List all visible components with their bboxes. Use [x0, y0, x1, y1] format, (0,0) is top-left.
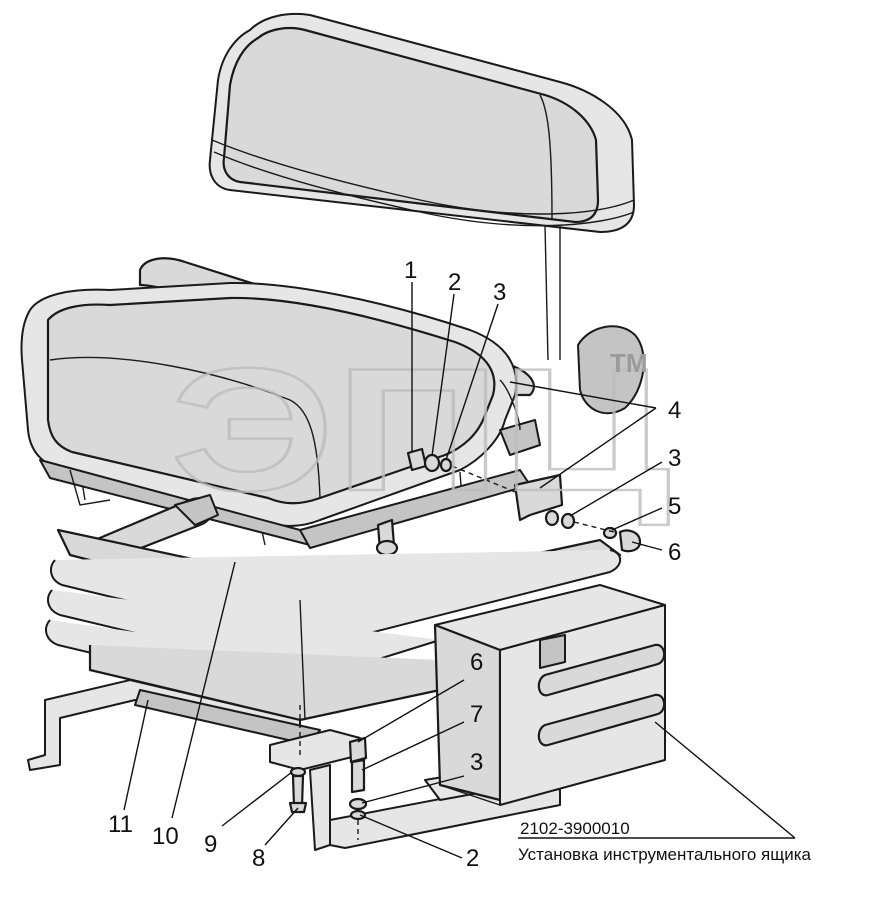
callout-7: 7	[470, 701, 483, 728]
fastener-stack-right	[544, 509, 642, 553]
callout-labels: 1 2 3 4 3 5 6 6 7 3 2 8 9 10 11	[108, 257, 681, 872]
callout-4: 4	[668, 397, 681, 424]
callout-2-upper: 2	[448, 269, 461, 296]
suspension-bellows	[45, 528, 622, 722]
callout-3-right: 3	[668, 445, 681, 472]
callout-6-toolbox: 6	[470, 649, 483, 676]
callout-8: 8	[252, 845, 265, 872]
callout-3-toolbox: 3	[470, 749, 483, 776]
callout-5: 5	[668, 493, 681, 520]
callout-1: 1	[404, 257, 417, 284]
leader-lines	[123, 282, 796, 859]
seat-cushion	[20, 281, 518, 546]
bolt-front	[288, 705, 308, 814]
callout-3-upper: 3	[493, 279, 506, 306]
callout-9: 9	[204, 831, 217, 858]
caption-description: Установка инструментального ящика	[518, 845, 812, 864]
seat-backrest	[208, 12, 635, 361]
seat-belt-bracket	[499, 379, 564, 522]
callout-10: 10	[152, 823, 179, 850]
knob	[375, 518, 399, 557]
caption: 2102-3900010 Установка инструментального…	[518, 819, 812, 864]
callout-11: 11	[108, 811, 133, 838]
watermark-text: ЭПЦ	[170, 333, 670, 528]
fastener-stack-toolbox	[348, 736, 368, 840]
callout-6-right: 6	[668, 539, 681, 566]
watermark: ЭПЦ TM	[169, 332, 672, 530]
fastener-stack-upper	[406, 447, 531, 499]
callout-2-lower: 2	[466, 845, 479, 872]
caption-part-number: 2102-3900010	[520, 819, 630, 838]
tool-box	[433, 584, 666, 806]
watermark-trademark: TM	[610, 348, 648, 378]
